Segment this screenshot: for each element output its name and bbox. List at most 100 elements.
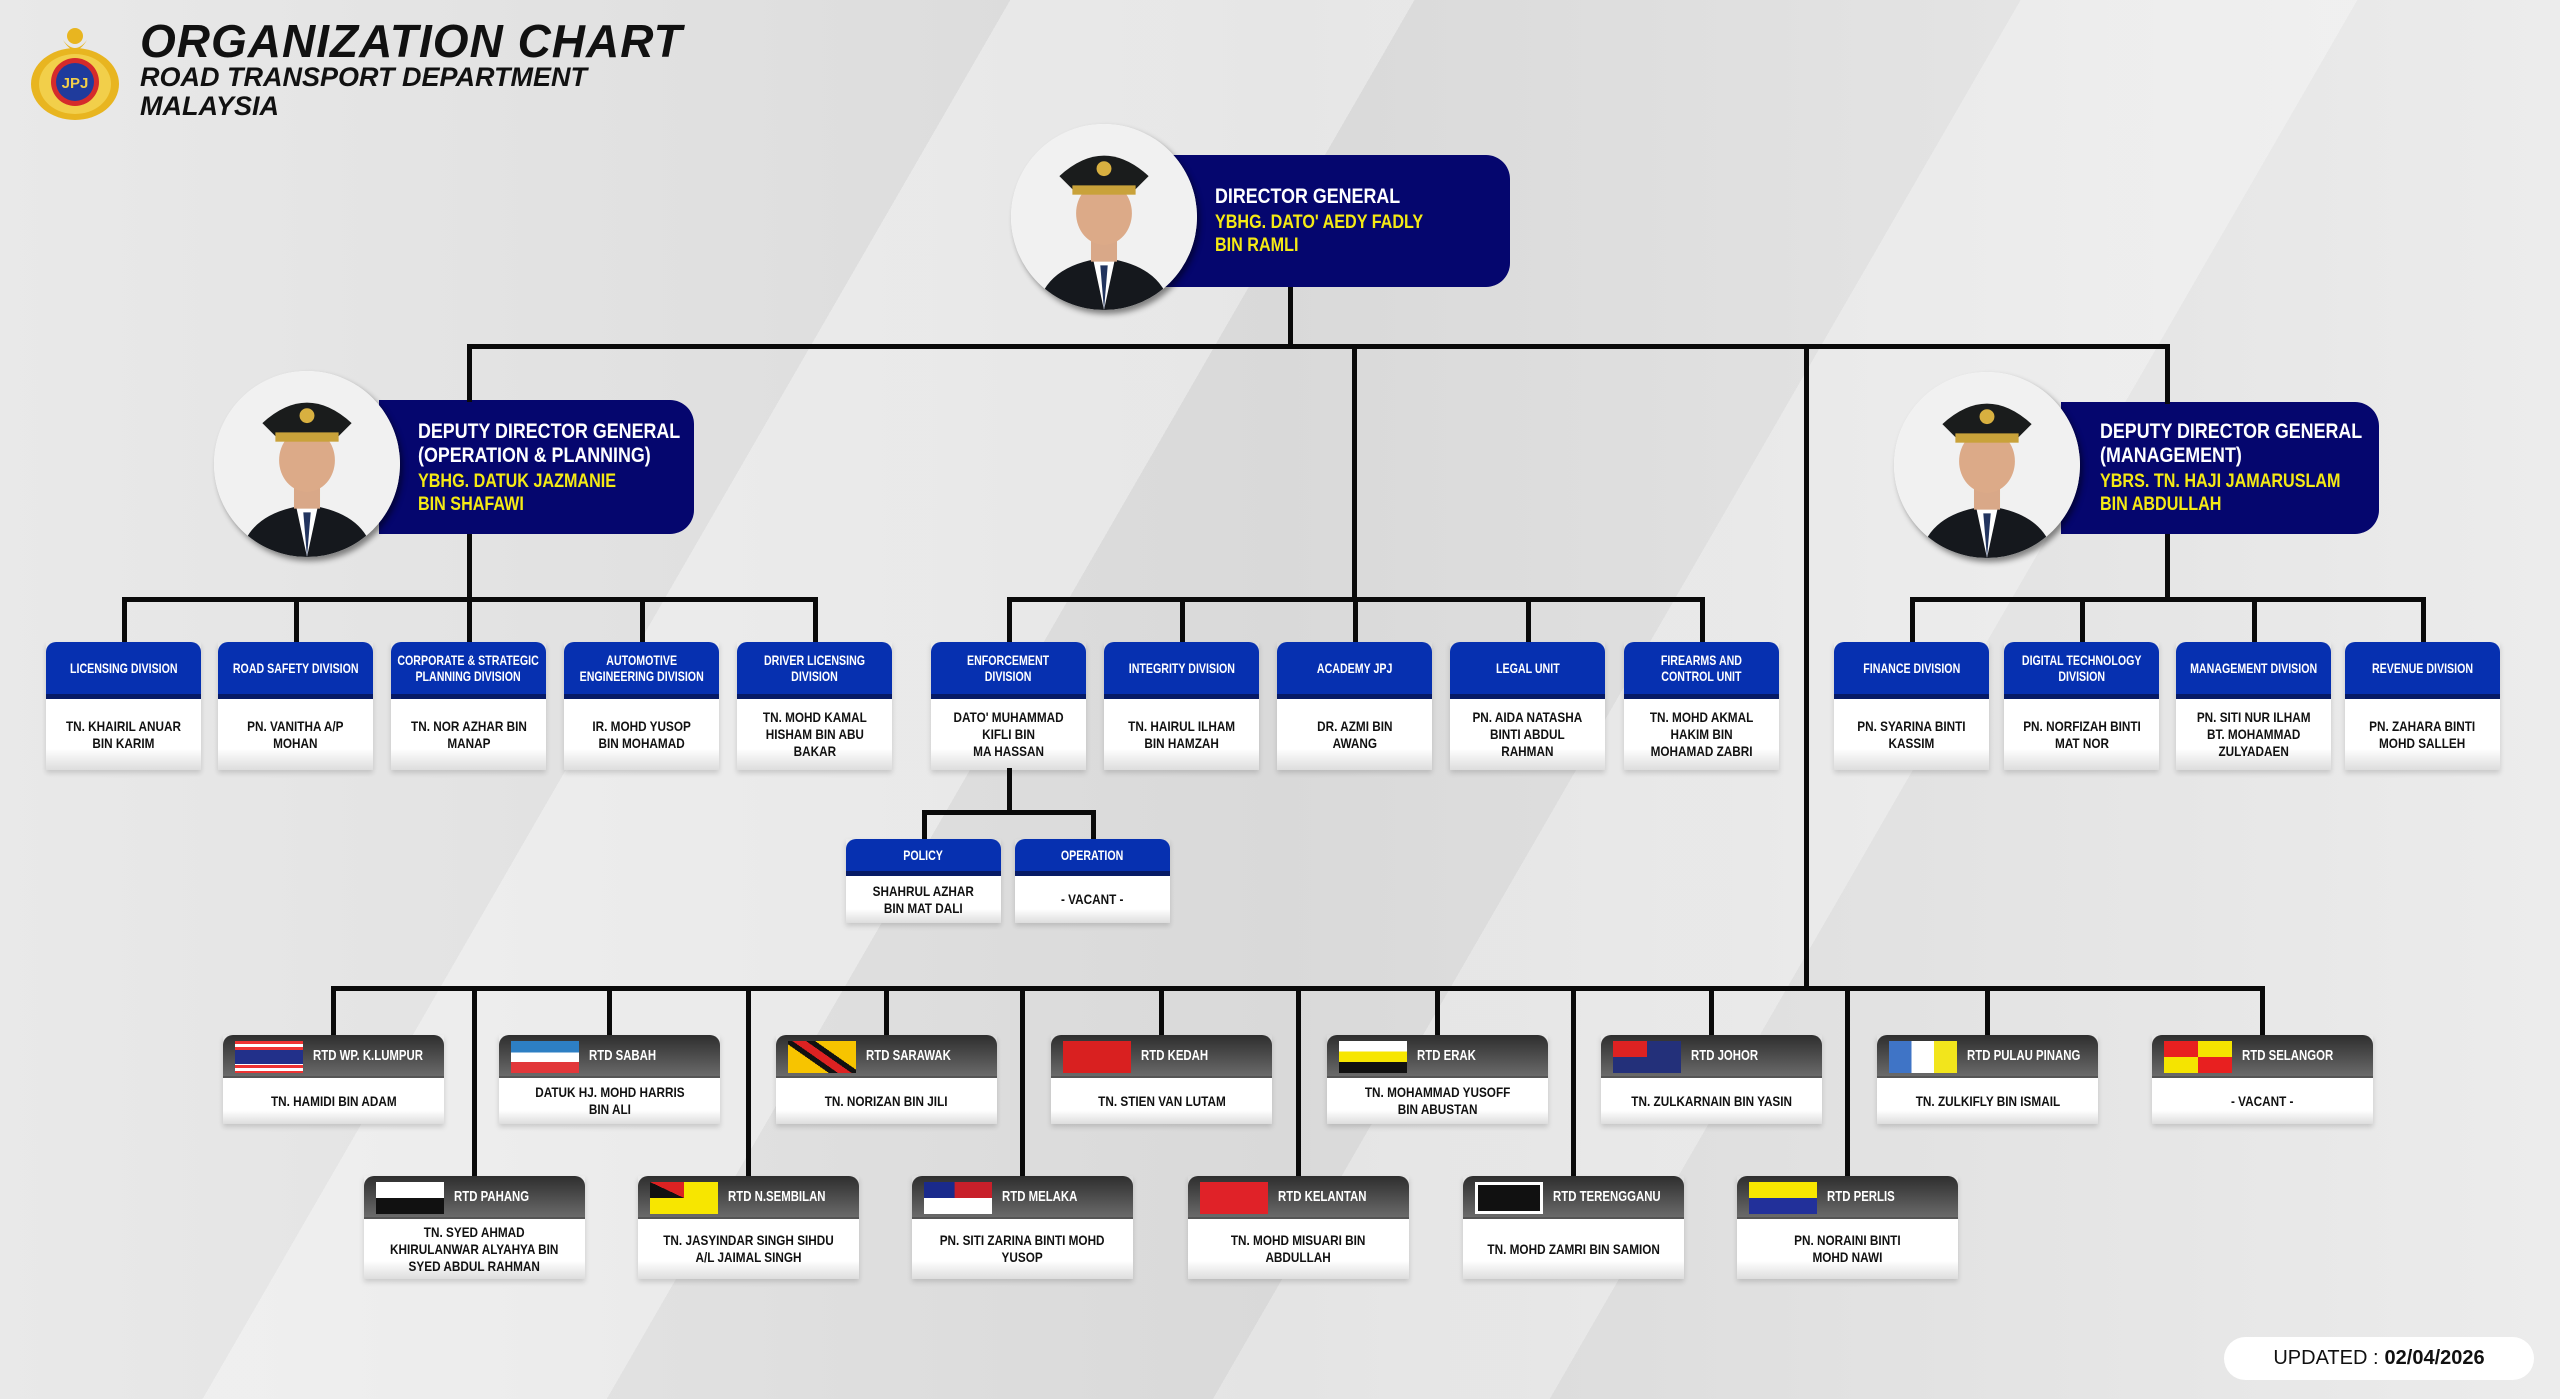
division-header: ROAD SAFETY DIVISION bbox=[218, 642, 373, 699]
connector-line bbox=[2080, 597, 2085, 642]
division-card: DIGITAL TECHNOLOGY DIVISION PN. NORFIZAH … bbox=[2004, 642, 2159, 770]
state-office-title: RTD SABAH bbox=[589, 1046, 657, 1064]
state-director-box: TN. ZULKIFLY BIN ISMAIL bbox=[1877, 1078, 2098, 1124]
connector-line bbox=[2165, 534, 2170, 599]
state-office-header: RTD WP. K.LUMPUR bbox=[223, 1035, 444, 1078]
division-title: ROAD SAFETY DIVISION bbox=[232, 660, 359, 676]
state-office-header: RTD MELAKA bbox=[912, 1176, 1133, 1219]
division-title: AUTOMOTIVE ENGINEERING DIVISION bbox=[579, 652, 704, 684]
state-office-header: RTD KELANTAN bbox=[1188, 1176, 1409, 1219]
connector-line bbox=[1159, 986, 1164, 1036]
pahang-flag-icon bbox=[376, 1182, 444, 1214]
director-general-box: DIRECTOR GENERAL YBHG. DATO' AEDY FADLY … bbox=[1151, 155, 1510, 287]
division-title: LICENSING DIVISION bbox=[69, 660, 178, 676]
kl-flag-icon bbox=[235, 1041, 303, 1073]
state-director-name: PN. SITI ZARINA BINTI MOHD YUSOP bbox=[940, 1232, 1105, 1265]
connector-line bbox=[1435, 986, 1440, 1036]
connector-line bbox=[884, 986, 889, 1036]
kelantan-flag-icon bbox=[1200, 1182, 1268, 1214]
connector-line bbox=[1007, 597, 1012, 642]
division-title: FINANCE DIVISION bbox=[1863, 660, 1960, 676]
connector-line bbox=[2252, 597, 2257, 642]
division-header: LICENSING DIVISION bbox=[46, 642, 201, 699]
kedah-flag-icon bbox=[1063, 1041, 1131, 1073]
division-head-box: PN. SITI NUR ILHAM BT. MOHAMMAD ZULYADAE… bbox=[2176, 699, 2331, 770]
state-office-header: RTD PERLIS bbox=[1737, 1176, 1958, 1219]
division-head-box: PN. NORFIZAH BINTI MAT NOR bbox=[2004, 699, 2159, 770]
connector-line bbox=[1353, 597, 1358, 642]
state-director-name: TN. STIEN VAN LUTAM bbox=[1097, 1092, 1226, 1109]
division-head-box: - VACANT - bbox=[1015, 876, 1170, 923]
state-office-header: RTD SARAWAK bbox=[776, 1035, 997, 1078]
division-head-box: TN. KHAIRIL ANUAR BIN KARIM bbox=[46, 699, 201, 770]
division-head-name: SHAHRUL AZHAR BIN MAT DALI bbox=[872, 882, 975, 916]
state-office-title: RTD PULAU PINANG bbox=[1967, 1046, 2081, 1064]
state-director-name: DATUK HJ. MOHD HARRIS BIN ALI bbox=[534, 1084, 685, 1117]
division-head-box: SHAHRUL AZHAR BIN MAT DALI bbox=[846, 876, 1001, 923]
connector-line bbox=[1288, 287, 1293, 348]
state-office-card: RTD PERLIS PN. NORAINI BINTI MOHD NAWI bbox=[1737, 1176, 1958, 1279]
state-director-box: TN. HAMIDI BIN ADAM bbox=[223, 1078, 444, 1124]
division-header: REVENUE DIVISION bbox=[2345, 642, 2500, 699]
director-general-name: YBHG. DATO' AEDY FADLY BIN RAMLI bbox=[1215, 212, 1424, 256]
division-card: ENFORCEMENT DIVISION DATO' MUHAMMAD KIFLI… bbox=[931, 642, 1086, 770]
division-title: FIREARMS AND CONTROL UNIT bbox=[1660, 652, 1743, 684]
division-head-box: TN. HAIRUL ILHAM BIN HAMZAH bbox=[1104, 699, 1259, 770]
state-office-card: RTD PULAU PINANG TN. ZULKIFLY BIN ISMAIL bbox=[1877, 1035, 2098, 1124]
division-header: LEGAL UNIT bbox=[1450, 642, 1605, 699]
page-subtitle: ROAD TRANSPORT DEPARTMENT bbox=[140, 62, 588, 92]
state-office-title: RTD SELANGOR bbox=[2242, 1046, 2334, 1064]
state-director-name: TN. MOHD MISUARI BIN ABDULLAH bbox=[1231, 1232, 1366, 1265]
division-card: ROAD SAFETY DIVISION PN. VANITHA A/P MOHA… bbox=[218, 642, 373, 770]
penang-flag-icon bbox=[1889, 1041, 1957, 1073]
sarawak-flag-icon bbox=[788, 1041, 856, 1073]
connector-line bbox=[467, 344, 472, 402]
division-header: DIGITAL TECHNOLOGY DIVISION bbox=[2004, 642, 2159, 699]
division-head-name: TN. MOHD KAMAL HISHAM BIN ABU BAKAR bbox=[762, 709, 867, 759]
nsembilan-flag-icon bbox=[650, 1182, 718, 1214]
jpj-logo: JPJ bbox=[25, 22, 125, 126]
state-director-box: DATUK HJ. MOHD HARRIS BIN ALI bbox=[499, 1078, 720, 1124]
state-director-box: - VACANT - bbox=[2152, 1078, 2373, 1124]
state-director-box: TN. MOHD ZAMRI BIN SAMION bbox=[1463, 1219, 1684, 1279]
state-office-card: RTD MELAKA PN. SITI ZARINA BINTI MOHD YUS… bbox=[912, 1176, 1133, 1279]
perlis-flag-icon bbox=[1749, 1182, 1817, 1214]
division-head-name: PN. NORFIZAH BINTI MAT NOR bbox=[2022, 717, 2141, 751]
connector-line bbox=[607, 986, 612, 1036]
state-office-header: RTD TERENGGANU bbox=[1463, 1176, 1684, 1219]
state-office-header: RTD PULAU PINANG bbox=[1877, 1035, 2098, 1078]
division-head-name: - VACANT - bbox=[1061, 891, 1124, 907]
division-header: INTEGRITY DIVISION bbox=[1104, 642, 1259, 699]
page-subtitle-country: MALAYSIA bbox=[140, 91, 279, 121]
connector-line bbox=[922, 810, 1095, 815]
division-head-box: TN. MOHD AKMAL HAKIM BIN MOHAMAD ZABRI bbox=[1624, 699, 1779, 770]
ddg-management-box: DEPUTY DIRECTOR GENERAL (MANAGEMENT) YBR… bbox=[2061, 402, 2379, 534]
state-director-box: TN. NORIZAN BIN JILI bbox=[776, 1078, 997, 1124]
state-office-header: RTD KEDAH bbox=[1051, 1035, 1272, 1078]
connector-line bbox=[2165, 344, 2170, 404]
state-director-name: TN. NORIZAN BIN JILI bbox=[825, 1092, 948, 1109]
state-office-card: RTD SELANGOR - VACANT - bbox=[2152, 1035, 2373, 1124]
state-director-name: PN. NORAINI BINTI MOHD NAWI bbox=[1794, 1232, 1901, 1265]
division-head-box: DATO' MUHAMMAD KIFLI BIN MA HASSAN bbox=[931, 699, 1086, 770]
division-header: DRIVER LICENSING DIVISION bbox=[737, 642, 892, 699]
connector-line bbox=[1845, 986, 1850, 1176]
division-head-name: TN. NOR AZHAR BIN MANAP bbox=[410, 717, 527, 751]
division-head-name: TN. HAIRUL ILHAM BIN HAMZAH bbox=[1128, 717, 1235, 751]
division-head-name: TN. MOHD AKMAL HAKIM BIN MOHAMAD ZABRI bbox=[1649, 709, 1754, 759]
connector-line bbox=[1007, 768, 1012, 812]
director-general-title: DIRECTOR GENERAL bbox=[1215, 185, 1401, 208]
connector-line bbox=[1912, 597, 2423, 602]
state-office-card: RTD KEDAH TN. STIEN VAN LUTAM bbox=[1051, 1035, 1272, 1124]
division-title: CORPORATE & STRATEGIC PLANNING DIVISION bbox=[397, 652, 540, 684]
division-card: CORPORATE & STRATEGIC PLANNING DIVISION T… bbox=[391, 642, 546, 770]
division-title: OPERATION bbox=[1061, 847, 1124, 863]
connector-line bbox=[1571, 986, 1576, 1176]
division-head-name: PN. VANITHA A/P MOHAN bbox=[247, 717, 344, 751]
state-director-name: TN. MOHAMMAD YUSOFF BIN ABUSTAN bbox=[1364, 1084, 1511, 1117]
state-office-header: RTD PAHANG bbox=[364, 1176, 585, 1219]
division-title: ENFORCEMENT DIVISION bbox=[967, 652, 1050, 684]
state-director-name: TN. ZULKARNAIN BIN YASIN bbox=[1631, 1092, 1792, 1109]
